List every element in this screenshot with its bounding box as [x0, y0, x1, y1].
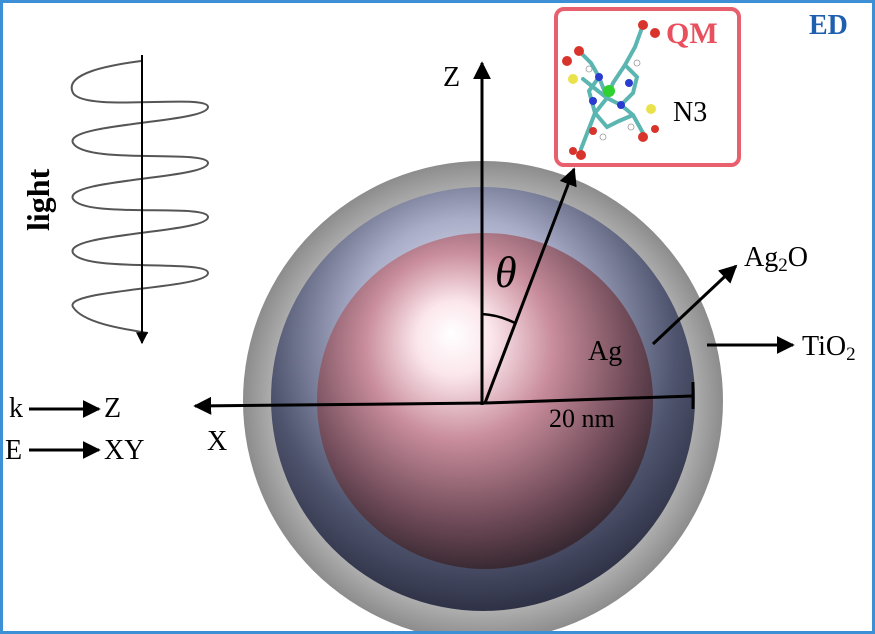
theta-label: θ	[495, 248, 517, 297]
light-label: light	[20, 168, 56, 231]
qm-box	[554, 7, 741, 167]
ed-label: ED	[809, 10, 848, 41]
n3-molecule-icon	[562, 20, 660, 160]
n3-label: N3	[673, 97, 707, 128]
qm-label: QM	[666, 17, 718, 50]
tio2-label: TiO2	[802, 331, 856, 365]
k-label: k	[9, 393, 23, 424]
radius-line	[484, 394, 694, 405]
theta-vector	[483, 167, 577, 404]
radius-label: 20 nm	[549, 404, 615, 433]
light-wave	[70, 55, 210, 345]
diagram-canvas: light Z X 20 nm θ Ag Ag2O TiO2 k Z E XY …	[5, 7, 856, 631]
theta-arc	[481, 312, 516, 325]
ag2o-pointer	[651, 264, 738, 346]
e-label: E	[5, 435, 22, 466]
ag-label: Ag	[588, 336, 622, 367]
z-axis-label: Z	[443, 62, 460, 93]
ag2o-label: Ag2O	[744, 242, 808, 276]
e-target: XY	[104, 435, 144, 466]
k-target: Z	[104, 393, 121, 424]
x-axis	[193, 396, 486, 415]
x-axis-label: X	[207, 426, 227, 457]
